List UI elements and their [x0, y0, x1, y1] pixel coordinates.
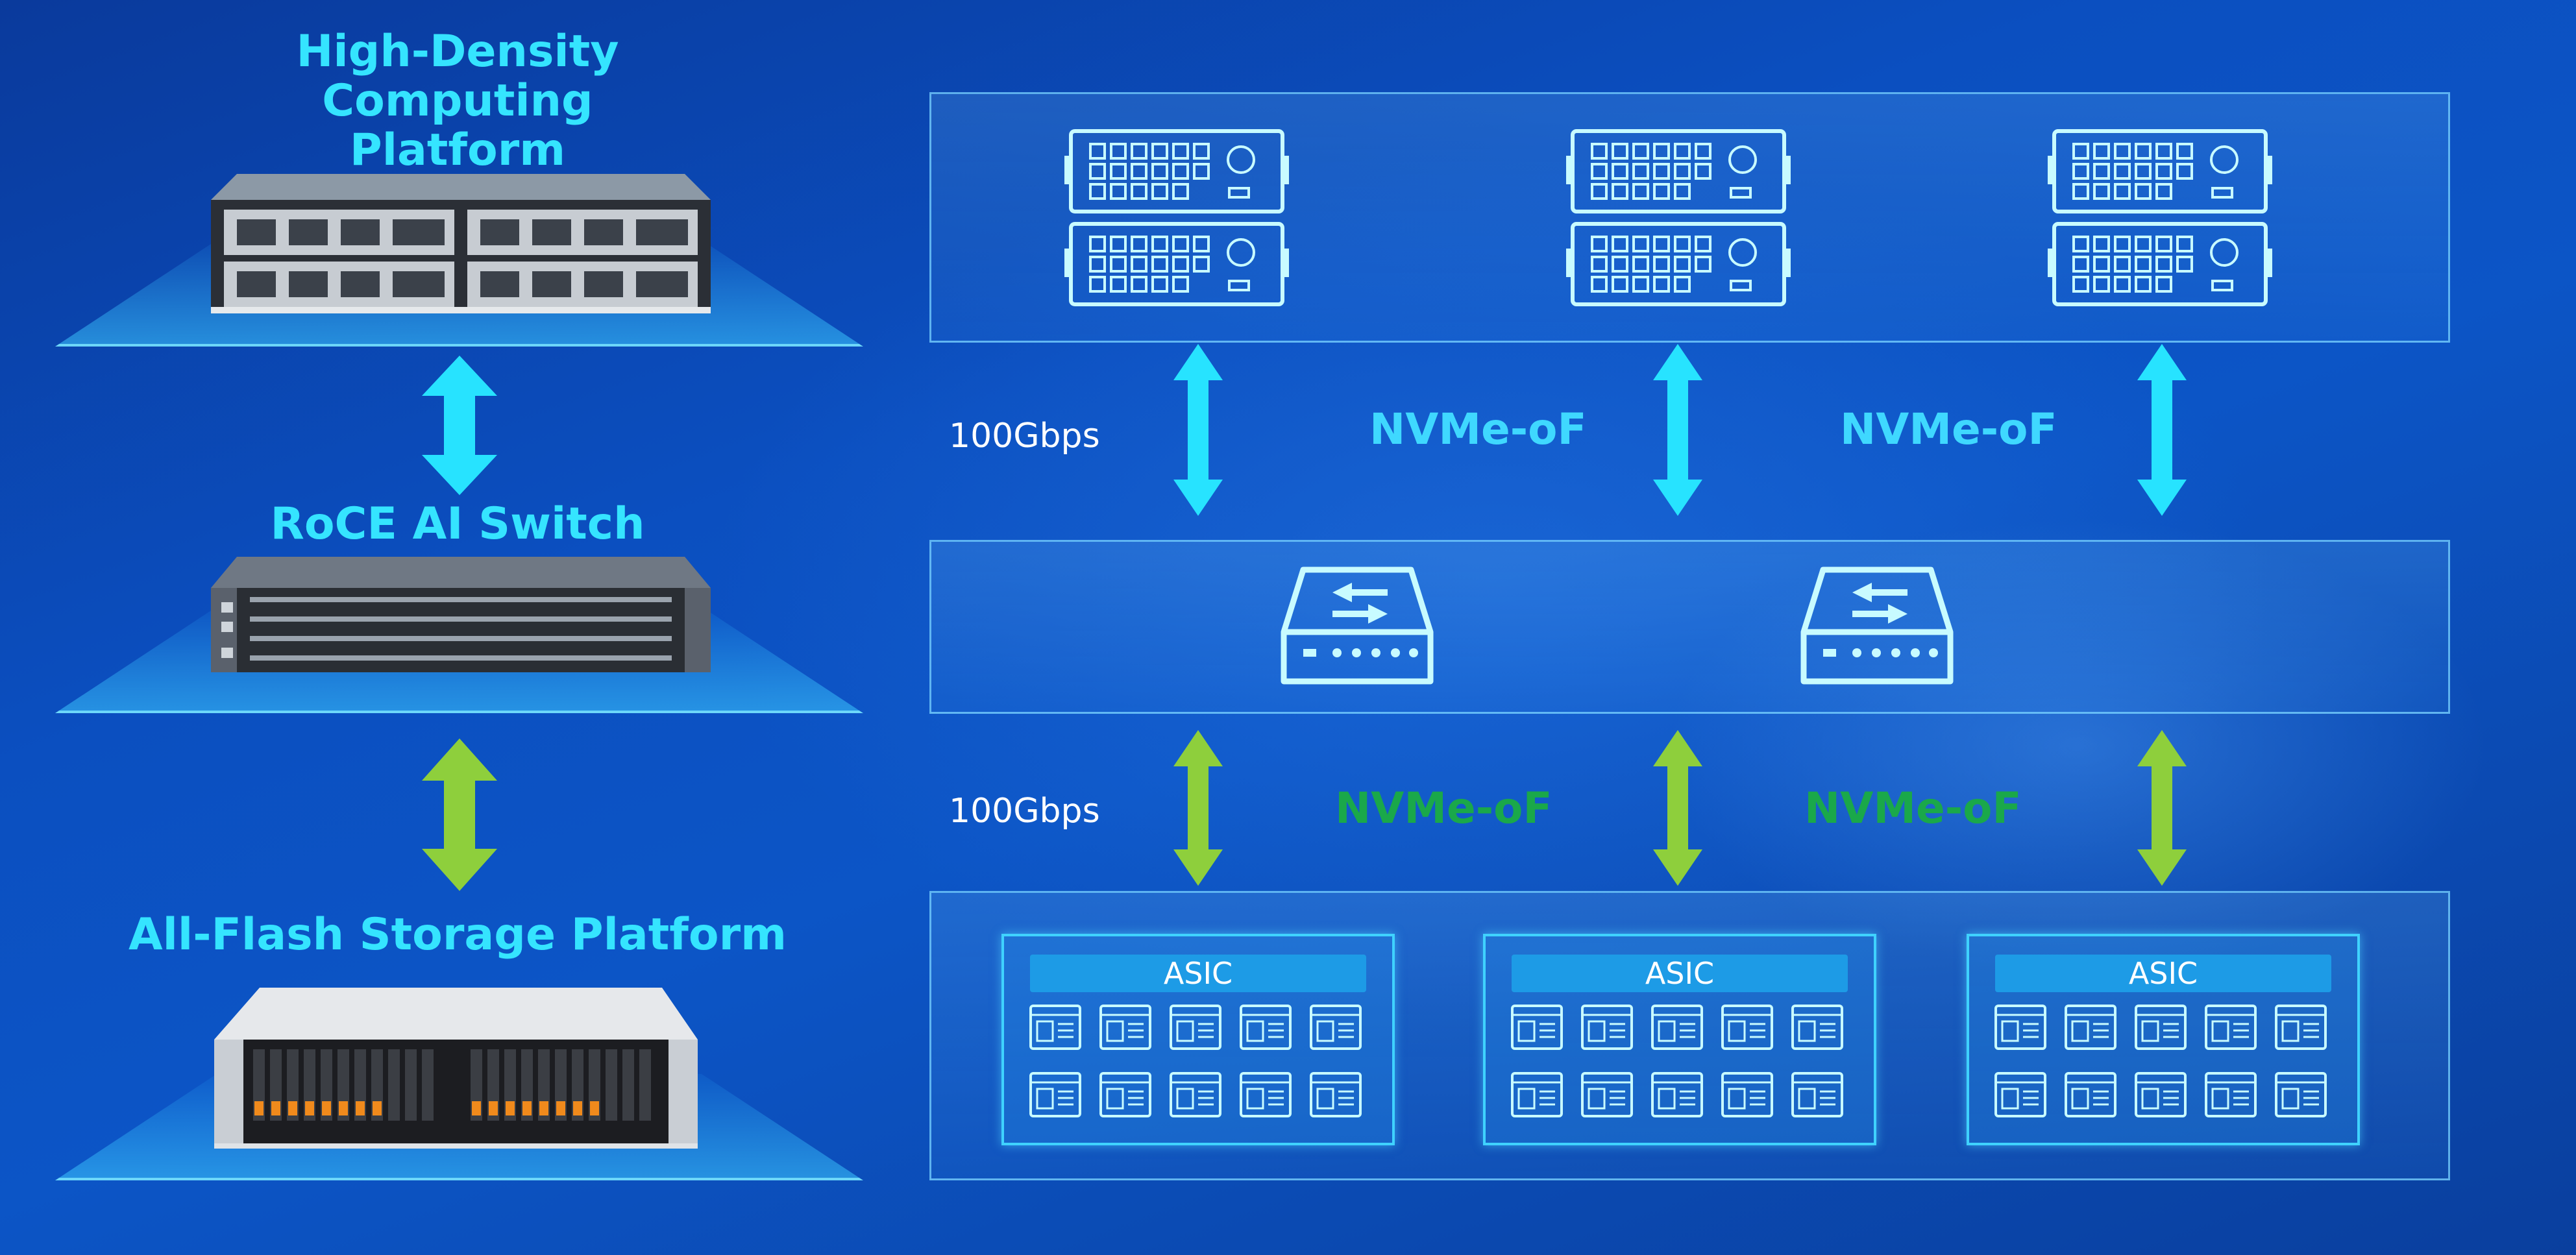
asic-label: ASIC — [1512, 955, 1848, 992]
disk-icon — [1791, 1005, 1843, 1050]
switch-layer-panel — [929, 540, 2450, 714]
disk-icon — [1651, 1072, 1703, 1117]
double-arrow-icon — [2137, 730, 2187, 886]
disk-icon — [2205, 1072, 2257, 1117]
storage-server-image — [214, 988, 698, 1150]
disk-icon — [1511, 1072, 1563, 1117]
upper-protocol-label: NVMe-oF — [1369, 404, 1587, 454]
disk-icon — [1581, 1005, 1633, 1050]
disk-icon — [1310, 1072, 1362, 1117]
asic-label: ASIC — [1995, 955, 2331, 992]
disk-icon — [1170, 1072, 1221, 1117]
disk-icon — [1099, 1005, 1151, 1050]
lower-protocol-label: NVMe-oF — [1335, 783, 1552, 833]
roce-switch-image — [211, 557, 711, 677]
disk-icon — [2275, 1072, 2327, 1117]
asic-module: ASIC — [1967, 934, 2360, 1145]
computing-server-image — [211, 174, 711, 320]
disk-icon — [1099, 1072, 1151, 1117]
disk-icon — [1994, 1005, 2046, 1050]
asic-module: ASIC — [1483, 934, 1876, 1145]
disk-icon — [1721, 1072, 1773, 1117]
double-arrow-icon — [2137, 344, 2187, 516]
disk-icon — [2275, 1005, 2327, 1050]
double-arrow-icon — [1173, 730, 1223, 886]
compute-nodes-panel — [929, 92, 2450, 343]
lower-protocol-label: NVMe-oF — [1804, 783, 2022, 833]
disk-icon — [2135, 1005, 2187, 1050]
disk-icon — [2065, 1072, 2116, 1117]
double-arrow-icon — [1653, 344, 1702, 516]
disk-icon — [2135, 1072, 2187, 1117]
disk-icon — [2065, 1005, 2116, 1050]
disk-icon — [1651, 1005, 1703, 1050]
disk-icon — [1511, 1005, 1563, 1050]
double-arrow-icon — [421, 356, 498, 495]
storage-layer-panel — [929, 891, 2450, 1180]
disk-icon — [1029, 1005, 1081, 1050]
double-arrow-icon — [1173, 344, 1223, 516]
upper-link-speed: 100Gbps — [949, 417, 1100, 456]
disk-icon — [1994, 1072, 2046, 1117]
disk-icon — [1721, 1005, 1773, 1050]
disk-icon — [1791, 1072, 1843, 1117]
storage-title: All-Flash Storage Platform — [129, 909, 787, 960]
disk-icon — [1240, 1072, 1292, 1117]
disk-icon — [1310, 1005, 1362, 1050]
double-arrow-icon — [1653, 730, 1702, 886]
double-arrow-icon — [421, 738, 498, 891]
disk-icon — [1581, 1072, 1633, 1117]
disk-icon — [1240, 1005, 1292, 1050]
disk-icon — [1170, 1005, 1221, 1050]
switch-title: RoCE AI Switch — [270, 498, 645, 550]
disk-icon — [2205, 1005, 2257, 1050]
asic-module: ASIC — [1001, 934, 1395, 1145]
upper-protocol-label: NVMe-oF — [1840, 404, 2057, 454]
lower-link-speed: 100Gbps — [949, 792, 1100, 831]
asic-label: ASIC — [1030, 955, 1366, 992]
disk-icon — [1029, 1072, 1081, 1117]
